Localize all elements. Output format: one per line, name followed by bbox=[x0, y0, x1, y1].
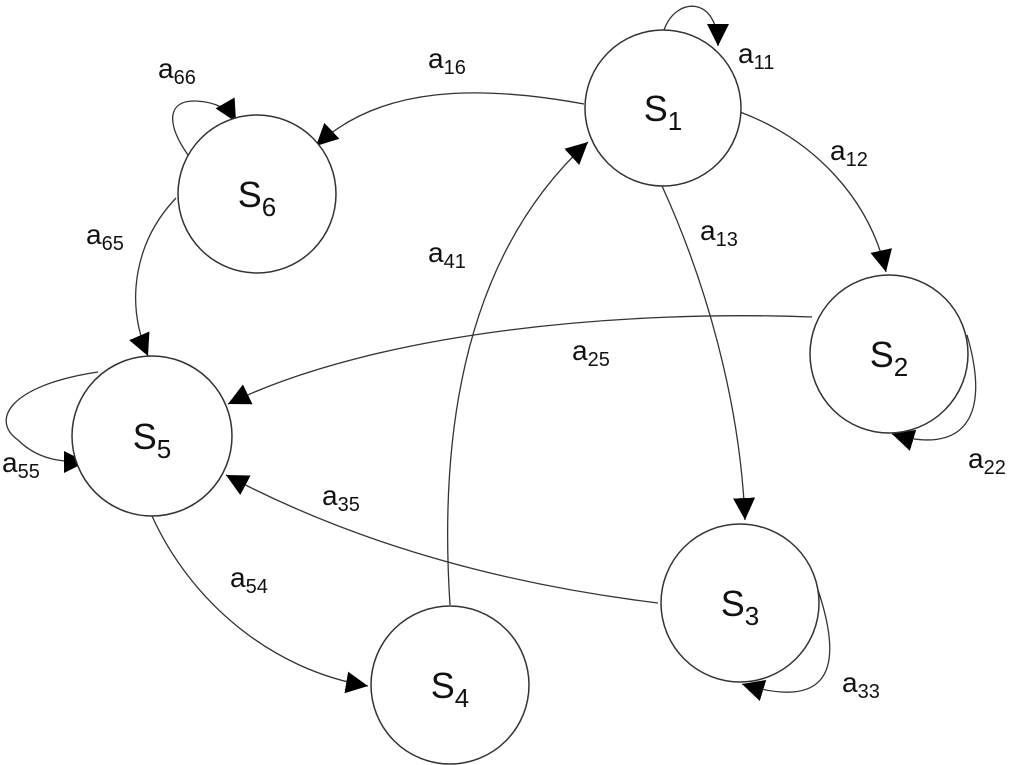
state-s6: S6 bbox=[177, 114, 337, 274]
edge-a35 bbox=[225, 474, 659, 604]
label-a55: a55 bbox=[2, 447, 40, 483]
state-label: S1 bbox=[644, 88, 682, 136]
edge-a16 bbox=[315, 92, 585, 147]
state-label: S3 bbox=[721, 583, 759, 631]
state-label: S6 bbox=[238, 174, 276, 222]
transition-edges bbox=[5, 5, 977, 701]
label-a66: a66 bbox=[158, 53, 196, 89]
state-s4: S4 bbox=[370, 605, 530, 765]
label-a11: a11 bbox=[738, 38, 774, 74]
state-s1: S1 bbox=[584, 29, 742, 187]
edge-a12 bbox=[739, 111, 892, 273]
label-a22: a22 bbox=[968, 443, 1006, 479]
state-circle bbox=[177, 114, 337, 274]
state-circle bbox=[370, 605, 530, 765]
label-a13: a13 bbox=[700, 215, 738, 251]
label-a54: a54 bbox=[230, 562, 268, 598]
state-circle bbox=[584, 29, 742, 187]
label-a12: a12 bbox=[830, 135, 868, 171]
state-s5: S5 bbox=[71, 355, 233, 517]
edge-a54 bbox=[151, 515, 369, 694]
state-circle bbox=[660, 523, 820, 683]
label-a41: a41 bbox=[428, 237, 466, 273]
edge-a25 bbox=[227, 315, 813, 405]
state-label: S4 bbox=[431, 665, 469, 713]
edge-a65 bbox=[129, 197, 177, 357]
edge-a41 bbox=[446, 141, 589, 606]
edge-a11 bbox=[663, 5, 729, 47]
label-a25: a25 bbox=[572, 335, 610, 371]
state-s2: S2 bbox=[809, 274, 969, 434]
label-a65: a65 bbox=[86, 219, 124, 255]
edge-a66 bbox=[172, 97, 237, 156]
edge-a55 bbox=[5, 371, 99, 473]
state-circle bbox=[71, 355, 233, 517]
state-label: S5 bbox=[133, 416, 171, 464]
state-circle bbox=[809, 274, 969, 434]
edge-a33 bbox=[741, 589, 831, 701]
label-a16: a16 bbox=[428, 43, 466, 79]
transition-labels: a11 a12 a13 a16 a22 a25 a33 a35 a41 a54 … bbox=[2, 38, 1006, 703]
state-label: S2 bbox=[870, 334, 908, 382]
edge-a22 bbox=[891, 334, 977, 451]
label-a35: a35 bbox=[322, 480, 360, 516]
state-s3: S3 bbox=[660, 523, 820, 683]
label-a33: a33 bbox=[842, 667, 880, 703]
edge-a13 bbox=[661, 185, 756, 521]
